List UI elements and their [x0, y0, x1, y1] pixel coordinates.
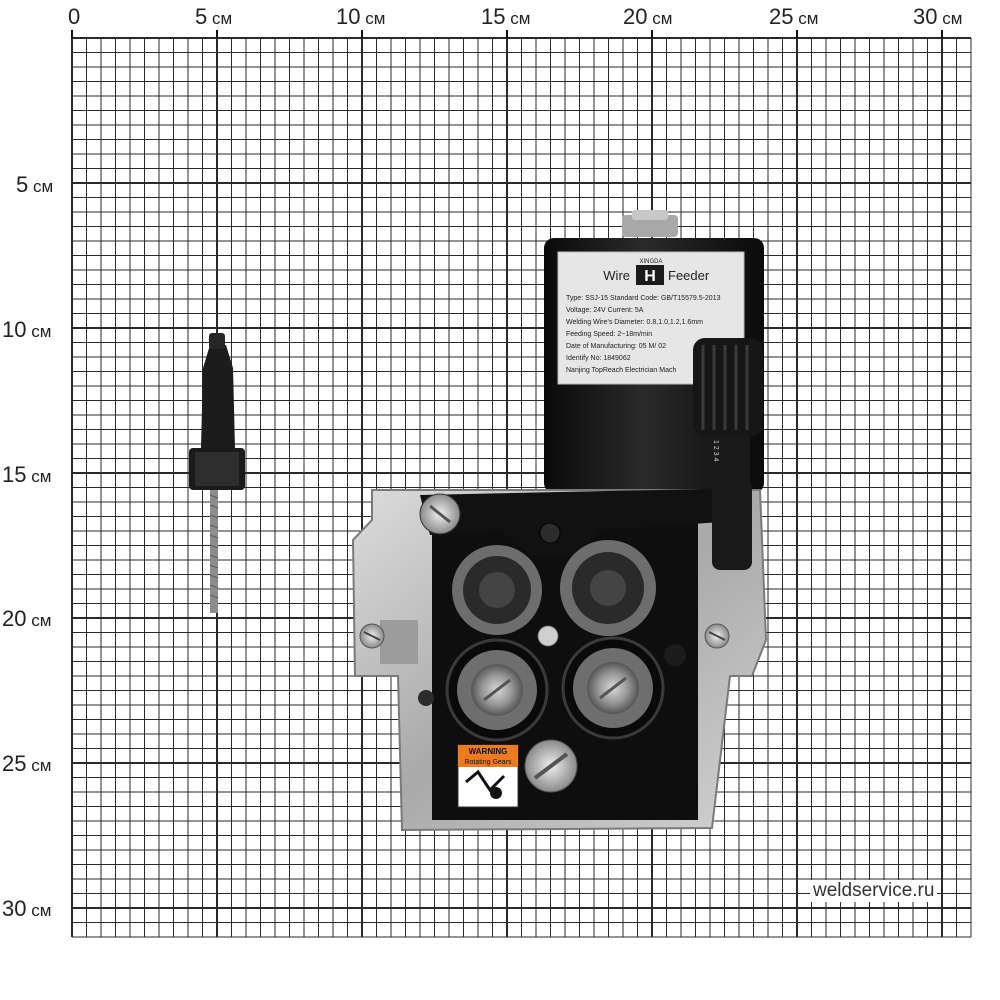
- y-tick-unit: см: [26, 756, 52, 775]
- pressure-arm: [419, 480, 752, 570]
- y-tick-value: 25: [2, 751, 27, 776]
- x-tick-label: 30 см: [913, 4, 962, 30]
- x-tick-label: 20 см: [623, 4, 672, 30]
- nameplate-line: Date of Manufacturing: 05 M/ 02: [566, 343, 666, 350]
- watermark: weldservice.ru: [810, 880, 938, 902]
- x-tick-label: 25 см: [769, 4, 818, 30]
- y-tick-unit: см: [26, 467, 52, 486]
- nameplate-line: Feeding Speed: 2~18m/min: [566, 331, 652, 338]
- tension-knob: 1 2 3 4: [693, 338, 763, 488]
- y-tick-label: 15 см: [2, 462, 51, 488]
- y-tick-unit: см: [26, 322, 52, 341]
- nameplate-title-left: Wire: [603, 268, 630, 283]
- motor-nameplate: XINGDA Wire H Feeder Type: SSJ-15 Standa…: [566, 259, 721, 374]
- nameplate-line: Voltage: 24V Current: 5A: [566, 307, 644, 314]
- x-tick-unit: см: [937, 9, 963, 28]
- bottom-bolt: [524, 739, 578, 793]
- y-tick-label: 5 см: [16, 172, 53, 198]
- y-tick-value: 15: [2, 462, 27, 487]
- y-tick-value: 5: [16, 172, 29, 197]
- x-tick-value: 10: [336, 4, 361, 29]
- x-tick-unit: см: [360, 9, 386, 28]
- nameplate-line: Welding Wire's Diameter: 0.8,1.0,1.2,1.6…: [566, 319, 703, 326]
- x-tick-value: 25: [769, 4, 794, 29]
- x-tick-unit: см: [793, 9, 819, 28]
- nameplate-line: Type: SSJ-15 Standard Code: GB/T15579.5-…: [566, 295, 721, 302]
- nameplate-line: Identify No: 1849062: [566, 355, 631, 362]
- x-tick-value: 30: [913, 4, 938, 29]
- x-tick-label: 10 см: [336, 4, 385, 30]
- upper-feed-rolls: [452, 540, 656, 647]
- x-tick-value: 20: [623, 4, 648, 29]
- y-tick-value: 20: [2, 606, 27, 631]
- guide-spindle: [189, 333, 245, 613]
- x-tick-value: 15: [481, 4, 506, 29]
- lower-feed-rolls: [418, 636, 686, 742]
- x-tick-value: 5: [195, 4, 208, 29]
- nameplate-title-right: Feeder: [668, 268, 710, 283]
- x-tick-label: 15 см: [481, 4, 530, 30]
- y-tick-label: 20 см: [2, 606, 51, 632]
- x-tick-value: 0: [68, 4, 81, 29]
- y-tick-label: 30 см: [2, 896, 51, 922]
- warning-label: WARNING Rotating Gears: [457, 744, 519, 808]
- x-tick-label: 0: [68, 4, 80, 30]
- x-tick-unit: см: [505, 9, 531, 28]
- x-tick-unit: см: [647, 9, 673, 28]
- x-tick-unit: см: [207, 9, 233, 28]
- warning-title: WARNING: [469, 747, 508, 756]
- y-tick-unit: см: [26, 611, 52, 630]
- y-tick-unit: см: [26, 901, 52, 920]
- knob-scale-label: 1 2 3 4: [712, 440, 719, 462]
- nameplate-logo: H: [644, 268, 656, 285]
- y-tick-label: 10 см: [2, 317, 51, 343]
- y-tick-unit: см: [28, 177, 54, 196]
- y-tick-label: 25 см: [2, 751, 51, 777]
- y-tick-value: 10: [2, 317, 27, 342]
- warning-subtitle: Rotating Gears: [464, 759, 512, 766]
- y-tick-value: 30: [2, 896, 27, 921]
- nameplate-line: Nanjing TopReach Electrician Mach: [566, 367, 676, 374]
- nameplate-brand: XINGDA: [639, 259, 662, 265]
- x-tick-label: 5 см: [195, 4, 232, 30]
